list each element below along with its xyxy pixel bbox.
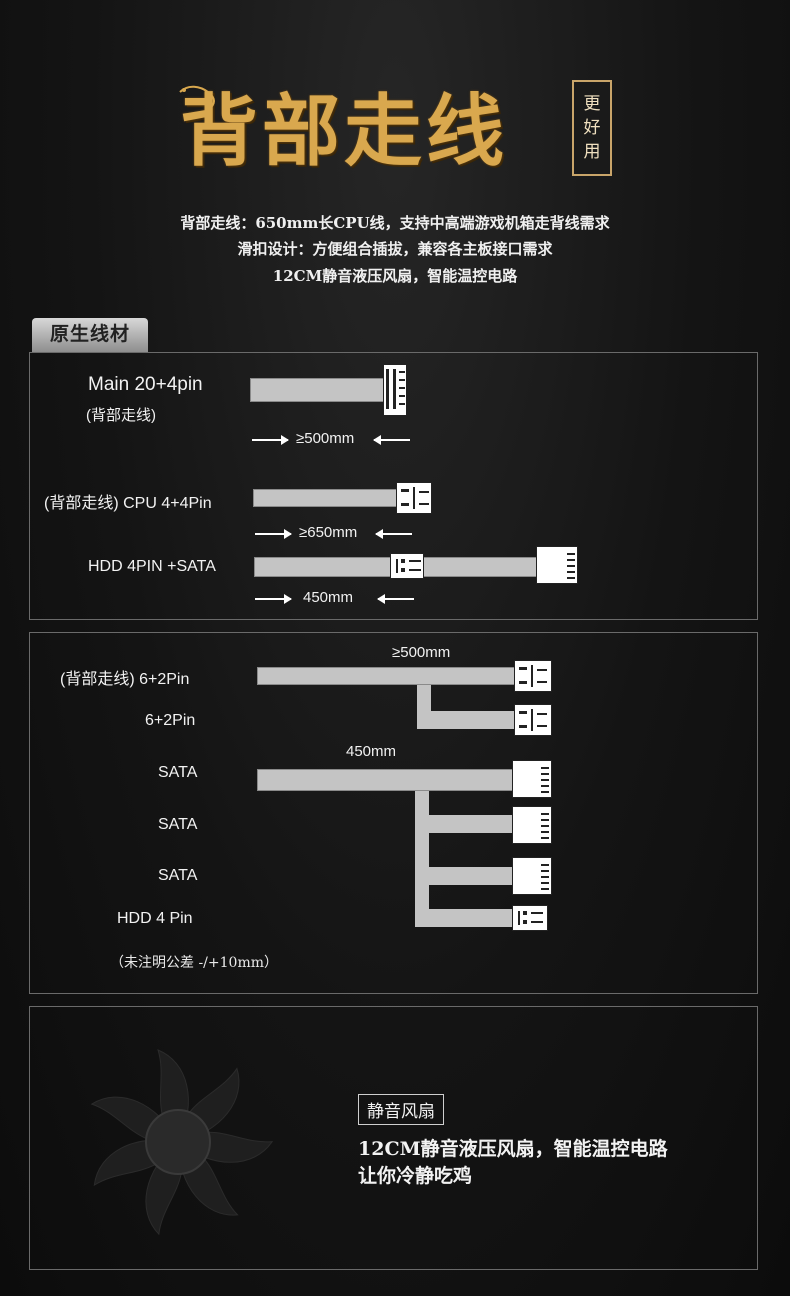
cable-panel-secondary <box>29 632 758 994</box>
fan-section-title: 静音风扇 <box>358 1094 444 1125</box>
sata-cable-branch <box>415 833 515 885</box>
pcie-connector <box>514 704 552 736</box>
intro-line: 滑扣设计：方便组合插拔，兼容各主板接口需求 <box>237 240 553 258</box>
molex-connector <box>390 553 424 579</box>
sata-label-2: SATA <box>158 816 198 833</box>
sata-connector <box>512 806 552 844</box>
pcie-label-2: 6+2Pin <box>145 712 196 729</box>
sata-cable-branch <box>415 791 515 833</box>
sata-cable-main <box>257 769 515 791</box>
fan-image <box>90 1049 274 1236</box>
pcie-connector <box>514 660 552 692</box>
pcie-cable-length: ≥500mm <box>392 644 451 661</box>
cable-panel-primary <box>29 352 758 620</box>
cpu-8pin-connector <box>396 482 432 514</box>
fan-description-line: 12CM静音液压风扇，智能温控电路 <box>358 1138 668 1160</box>
arrow-right-icon <box>252 435 289 445</box>
main-cable-sublabel: (背部走线) <box>86 407 156 424</box>
seal-char: 用 <box>583 142 601 162</box>
arrow-left-icon <box>373 435 410 445</box>
main-cable-length: ≥500mm <box>296 430 355 447</box>
seal-stamp: 更 好 用 <box>572 80 612 176</box>
main-cable-label: Main 20+4pin <box>88 374 203 395</box>
hdd-sata-cable-length: 450mm <box>303 589 354 606</box>
hdd-label: HDD 4 Pin <box>117 910 193 927</box>
main-cable <box>250 378 386 402</box>
arrow-right-icon <box>255 594 292 604</box>
arrow-right-icon <box>255 529 292 539</box>
cpu-cable-length: ≥650mm <box>299 524 358 541</box>
section-tag: 原生线材 <box>32 318 148 352</box>
arrow-left-icon <box>377 594 414 604</box>
sata-label-1: SATA <box>158 764 198 781</box>
sata-label-3: SATA <box>158 867 198 884</box>
sata-cable-length: 450mm <box>346 743 397 760</box>
pcie-cable-branch <box>417 685 517 729</box>
fan-panel <box>29 1006 758 1270</box>
pcie-label-1: (背部走线) 6+2Pin <box>60 671 190 688</box>
page-title: 背部走线 <box>180 86 509 177</box>
tolerance-note: （未注明公差 -/+10mm） <box>110 955 278 971</box>
pcie-cable-main <box>257 667 517 685</box>
dragon-ornament-icon <box>179 85 215 111</box>
hdd-sata-cable-label: HDD 4PIN +SATA <box>88 558 216 575</box>
sata-connector <box>536 546 578 584</box>
arrow-left-icon <box>375 529 412 539</box>
sata-connector <box>512 857 552 895</box>
cpu-cable <box>253 489 398 507</box>
intro-line: 背部走线：650mm长CPU线，支持中高端游戏机箱走背线需求 <box>180 214 610 232</box>
sata-connector <box>512 760 552 798</box>
intro-line: 12CM静音液压风扇，智能温控电路 <box>272 267 518 285</box>
fan-description-line: 让你冷静吃鸡 <box>358 1165 473 1187</box>
cpu-cable-label: (背部走线) CPU 4+4Pin <box>44 495 212 512</box>
hdd-cable-branch <box>415 885 515 927</box>
seal-char: 更 <box>583 94 601 114</box>
molex-connector <box>512 905 548 931</box>
atx-24pin-connector <box>383 364 407 416</box>
seal-char: 好 <box>583 118 601 138</box>
